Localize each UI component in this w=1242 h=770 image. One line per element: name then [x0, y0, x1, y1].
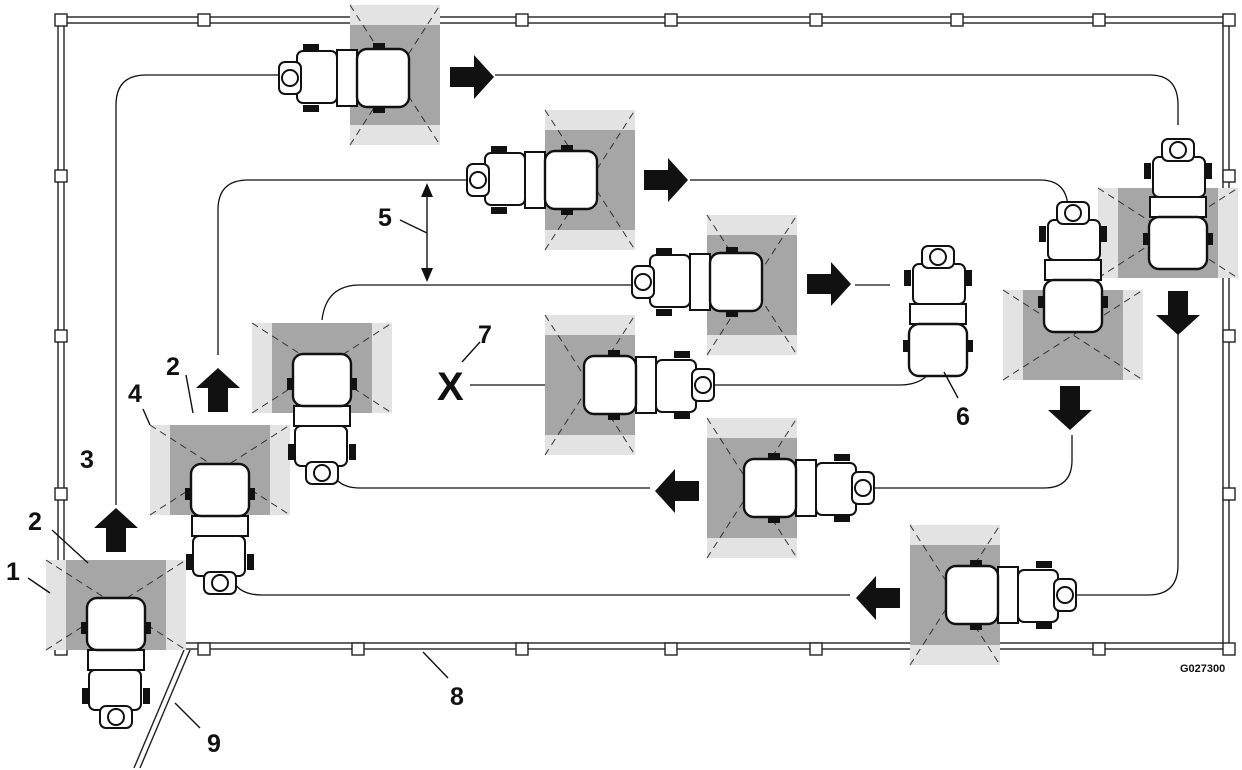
arrow-down-icon [1156, 291, 1200, 335]
callouts: 1 2 2 3 4 5 6 7 8 9 [6, 204, 970, 758]
mower [901, 244, 975, 378]
callout-1: 1 [6, 558, 20, 586]
mower [630, 245, 764, 319]
callout-9: 9 [207, 730, 221, 758]
arrow-right-icon [450, 55, 494, 99]
mower [582, 348, 716, 422]
callout-6: 6 [956, 403, 970, 431]
callout-5: 5 [378, 204, 392, 232]
arrow-right-icon [644, 158, 688, 202]
leader-lines [27, 219, 959, 729]
mowing-path [115, 74, 1179, 596]
arrow-down-icon [1048, 386, 1092, 430]
callout-2b: 2 [166, 353, 180, 381]
arrow-left-icon [856, 576, 900, 620]
figure-code: G027300 [1180, 663, 1225, 675]
start-marker: X [437, 365, 464, 409]
fence [54, 13, 1236, 769]
mower [277, 41, 411, 115]
callout-4: 4 [128, 380, 142, 408]
arrow-up-icon [196, 368, 240, 412]
callout-7: 7 [478, 321, 492, 349]
mower [465, 143, 599, 217]
mower [944, 558, 1078, 632]
mower [1141, 137, 1215, 271]
mowers [79, 41, 1215, 730]
mower [79, 596, 153, 730]
mower [1036, 200, 1110, 334]
callout-2a: 2 [28, 508, 42, 536]
arrow-left-icon [655, 469, 699, 513]
mower [742, 451, 876, 525]
mower [183, 462, 257, 596]
arrow-right-icon [807, 262, 851, 306]
callout-8: 8 [450, 683, 464, 711]
mower [285, 352, 359, 486]
callout-3: 3 [80, 446, 94, 474]
arrow-up-icon [94, 508, 138, 552]
